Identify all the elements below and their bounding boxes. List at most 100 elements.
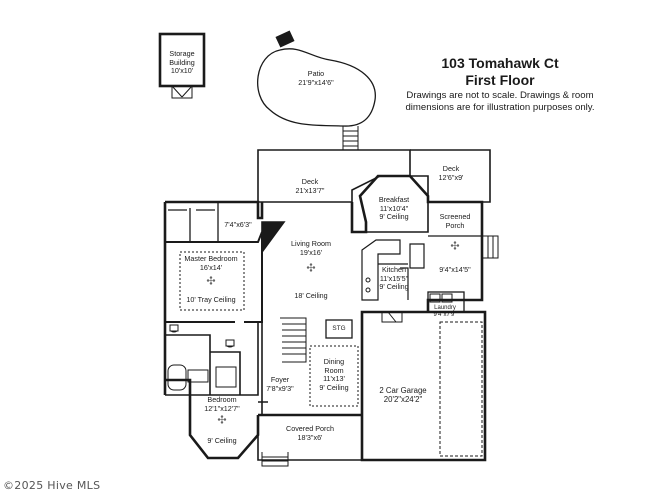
master-label: Master Bedroom 16'x14' [184, 254, 238, 272]
dining-line-2: Room [324, 365, 344, 375]
disclaimer-line-2: dimensions are for illustration purposes… [405, 102, 595, 113]
toilet-2 [225, 339, 235, 348]
patio-steps [342, 126, 359, 151]
master-name: Master Bedroom [184, 254, 238, 263]
deck-right-name: Deck [442, 164, 460, 173]
deck-main-name: Deck [301, 177, 319, 186]
breakfast-name: Breakfast [378, 195, 410, 204]
bedroom-name: Bedroom [207, 395, 237, 404]
living-name: Living Room [291, 239, 331, 248]
dining-ceiling: 9' Ceiling [319, 382, 349, 392]
stg-label: STG [332, 325, 346, 332]
disclaimer-text: Drawings are not to scale. Drawings & ro… [405, 90, 594, 114]
breakfast-bay [359, 175, 429, 233]
dining-label: Dining Room 11'x13' 9' Ceiling [319, 357, 349, 392]
fireplace [261, 221, 286, 255]
closet-walls [164, 202, 219, 243]
laundry-label: Laundry 9'4"x7'9" [434, 305, 457, 318]
kitchen-island [409, 243, 425, 269]
ceiling-fan-icon: ✣ [206, 275, 216, 288]
garage-label: 2 Car Garage 20'2"x24'2" [379, 386, 426, 404]
master-ceiling: 10' Tray Ceiling [186, 295, 236, 304]
bedroom-dims: 12'1"x12'7" [204, 403, 240, 413]
bedroom-label: Bedroom 12'1"x12'7" [204, 395, 240, 413]
ceiling-fan-icon: ✣ [450, 240, 460, 253]
garage-dims: 20'2"x24'2" [383, 395, 423, 405]
hall-door-opening [381, 311, 403, 323]
stg-closet [325, 319, 353, 339]
kitchen-ceiling: 9' Ceiling [379, 282, 409, 292]
foyer-walls [257, 322, 363, 461]
storage-label: Storage Building 10'x10' [169, 49, 195, 76]
garage-name: 2 Car Garage [379, 386, 427, 395]
bedroom-ceiling: 9' Ceiling [207, 436, 237, 445]
dining-name: Dining [323, 357, 345, 366]
living-label: Living Room 19'x16' [291, 239, 331, 257]
garage-door-outline [439, 321, 483, 457]
covered-porch-steps [261, 452, 289, 467]
breakfast-dims: 11'x10'4" [379, 203, 409, 213]
covered-porch-dims: 18'3"x6' [297, 432, 323, 442]
grill-icon [275, 30, 295, 48]
dining-dims: 11'x13' [323, 374, 345, 384]
bath-walls [164, 322, 259, 396]
toilet [169, 324, 179, 333]
patio-name: Patio [307, 69, 325, 78]
screened-dims: 9'4"x14'5" [439, 265, 471, 274]
kitchen-counters [361, 239, 409, 301]
deck-main-outline [257, 149, 411, 203]
patio-outline [257, 48, 376, 127]
master-dims: 16'x14' [199, 262, 223, 272]
screened-line-2: Porch [445, 220, 465, 230]
storage-building-outline [158, 32, 206, 88]
stairs [280, 317, 307, 363]
living-dims: 19'x16' [299, 247, 323, 257]
covered-porch-name: Covered Porch [286, 424, 334, 433]
foyer-dims: 7'8"x9'3" [266, 383, 294, 393]
washer [429, 293, 441, 303]
screened-line-1: Screened [439, 212, 471, 221]
screened-porch-walls [428, 201, 482, 237]
storage-line-3: 10'x10' [170, 66, 194, 76]
closet-dims: 7'4"x6'3" [224, 220, 252, 229]
storage-line-1: Storage [169, 49, 195, 58]
stove-burner [365, 277, 371, 283]
patio-label: Patio 21'9"x14'6" [298, 69, 334, 87]
disclaimer-line-1: Drawings are not to scale. Drawings & ro… [406, 90, 594, 101]
bath-vanity [187, 369, 209, 383]
screened-porch-label: Screened Porch [439, 212, 471, 230]
breakfast-ceiling: 9' Ceiling [379, 212, 409, 222]
porch-steps [482, 235, 499, 259]
laundry-name: Laundry [434, 305, 456, 311]
foyer-label: Foyer 7'8"x9'3" [266, 375, 294, 393]
dining-room-outline [309, 345, 359, 407]
property-address: 103 Tomahawk Ct [441, 55, 559, 71]
dryer [441, 293, 453, 303]
deck-right-label: Deck 12'6"x9' [438, 164, 464, 182]
ceiling-fan-icon: ✣ [306, 262, 316, 275]
living-ceiling: 18' Ceiling [294, 291, 328, 300]
tray-ceiling-outline [179, 251, 245, 311]
storage-door [171, 85, 193, 99]
floor-name: First Floor [465, 72, 535, 88]
patio-dims: 21'9"x14'6" [298, 77, 334, 87]
bathtub [167, 364, 187, 391]
deck-main-dims: 21'x13'7" [295, 185, 325, 195]
deck-main-label: Deck 21'x13'7" [295, 177, 325, 195]
ceiling-fan-icon: ✣ [217, 414, 227, 427]
laundry-room [427, 291, 465, 313]
shower [215, 366, 237, 388]
storage-line-2: Building [169, 57, 195, 67]
breakfast-label: Breakfast 11'x10'4" 9' Ceiling [378, 195, 410, 222]
deck-right-dims: 12'6"x9' [438, 172, 464, 182]
foyer-name: Foyer [270, 375, 290, 384]
laundry-dims: 9'4"x7'9" [433, 311, 457, 318]
covered-porch-label: Covered Porch 18'3"x6' [286, 424, 334, 442]
kitchen-dims: 11'x15'5" [379, 273, 409, 283]
stove-burner-2 [365, 287, 371, 293]
watermark: ©2025 Hive MLS [3, 479, 101, 492]
property-title: 103 Tomahawk Ct First Floor [441, 55, 558, 89]
kitchen-label: Kitchen 11'x15'5" 9' Ceiling [379, 265, 409, 292]
kitchen-name: Kitchen [382, 265, 406, 274]
